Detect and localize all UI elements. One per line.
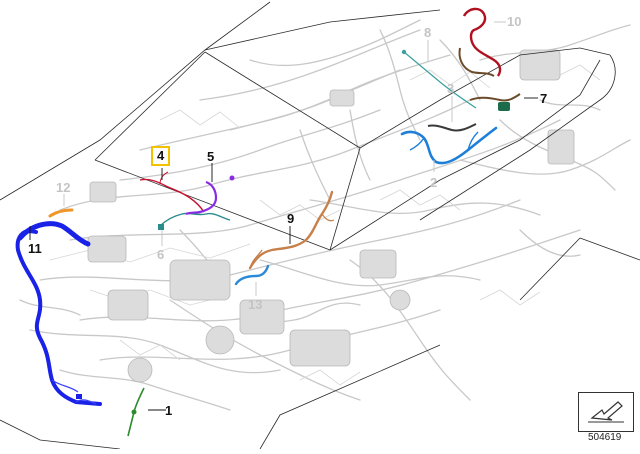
leader-lines (29, 97, 538, 411)
callout-3[interactable]: 3 (447, 81, 455, 96)
part-1-connector[interactable] (131, 409, 137, 415)
part-4-branch[interactable] (159, 171, 169, 185)
part-9-branch[interactable] (249, 213, 335, 269)
arrow-down-left-icon[interactable] (578, 392, 634, 432)
part-5-harness[interactable] (185, 180, 218, 216)
part-9-harness[interactable] (248, 190, 334, 270)
part-13-harness[interactable] (234, 264, 270, 286)
callout-7[interactable]: 7 (540, 91, 548, 106)
part-11-harness-top[interactable] (17, 221, 91, 247)
part-5-connector[interactable] (229, 175, 235, 181)
part-2-harness[interactable] (400, 126, 498, 165)
callout-2[interactable]: 2 (430, 175, 438, 190)
callout-9[interactable]: 9 (287, 211, 295, 226)
part-10-branch[interactable] (458, 47, 495, 77)
callout-4[interactable]: 4 (151, 146, 171, 166)
callout-5[interactable]: 5 (207, 149, 215, 164)
part-7-harness[interactable] (469, 93, 521, 102)
callout-13[interactable]: 13 (248, 297, 263, 312)
callout-6[interactable]: 6 (157, 247, 165, 262)
callout-8[interactable]: 8 (424, 25, 432, 40)
callout-12[interactable]: 12 (56, 180, 71, 195)
callout-1[interactable]: 1 (165, 403, 173, 418)
part-11-harness[interactable] (15, 229, 102, 406)
part-11-connector[interactable] (76, 394, 82, 399)
part-8-harness[interactable] (403, 51, 477, 109)
part-3-harness[interactable] (427, 123, 477, 132)
part-8-connector[interactable] (401, 49, 407, 55)
part-6-harness[interactable] (159, 212, 231, 227)
part-12-harness[interactable] (48, 208, 74, 218)
callout-10[interactable]: 10 (507, 14, 522, 29)
background-harness-fine (49, 59, 601, 386)
part-4-harness[interactable] (139, 178, 205, 213)
leader-lines-faded (63, 21, 506, 296)
part-11-harness-branch[interactable] (51, 379, 97, 405)
callout-11[interactable]: 11 (28, 241, 42, 256)
background-components (87, 49, 575, 383)
part-7-connector[interactable] (498, 102, 510, 111)
part-2-branch[interactable] (409, 131, 479, 151)
part-10-harness[interactable] (462, 7, 502, 77)
part-6-connector[interactable] (158, 224, 164, 230)
reference-number: 504619 (588, 432, 622, 443)
